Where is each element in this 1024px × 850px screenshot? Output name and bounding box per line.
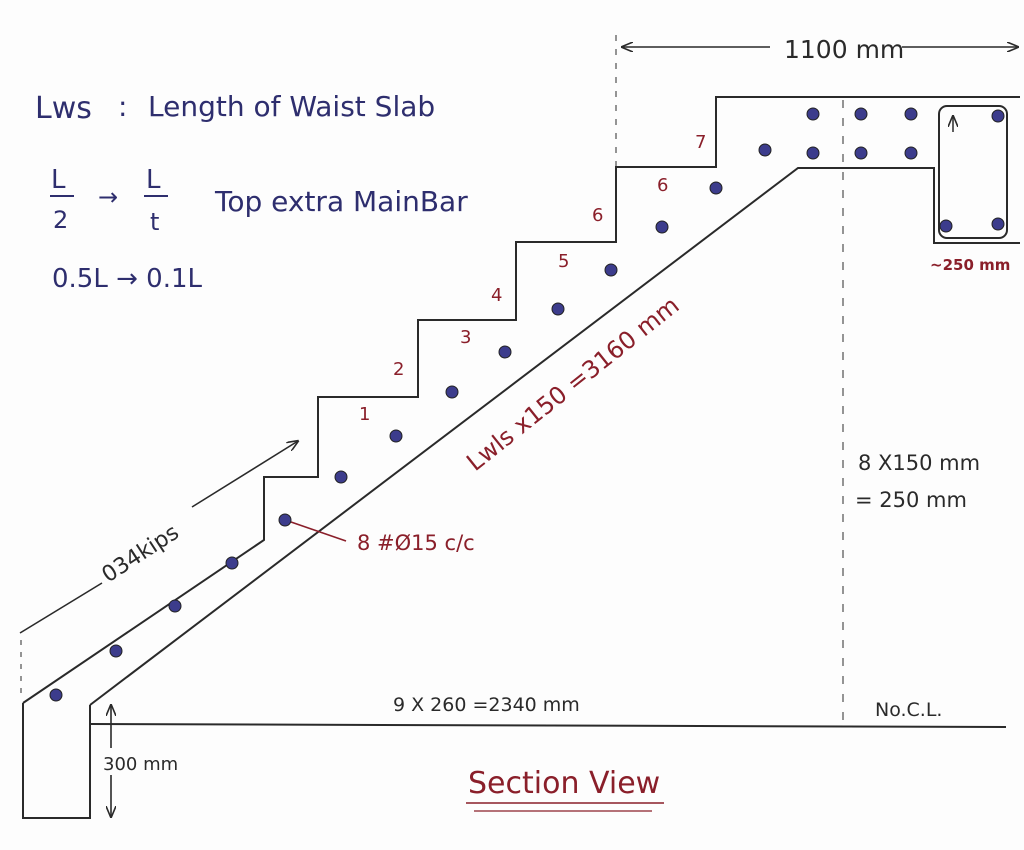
load-note: 034kips <box>98 520 184 588</box>
section-view-title: Section View <box>468 766 660 801</box>
lws-label: Lws <box>35 91 92 126</box>
rebar-dot-icon <box>168 599 182 613</box>
rebar-dot-icon <box>806 107 820 121</box>
step-number-3: 3 <box>460 327 471 348</box>
rebar-leader-line <box>290 521 347 542</box>
rebar-dot-icon <box>758 143 772 157</box>
rebar-dot-icon <box>604 263 618 277</box>
rebar-dot-icon <box>854 107 868 121</box>
landing-bottom-line <box>89 723 1007 728</box>
load-line <box>19 582 103 634</box>
rebar-dot-icon <box>854 146 868 160</box>
waist-slab-soffit <box>89 167 1020 706</box>
fraction-left-numerator: L <box>51 165 66 195</box>
bar-spacing-label: 8 #Ø15 c/c <box>357 531 475 555</box>
rebar-dot-icon <box>551 302 565 316</box>
rebar-dot-icon <box>389 429 403 443</box>
stair-left-support <box>22 703 91 819</box>
rebar-dot-icon <box>49 688 63 702</box>
landing-width-dimension: ~250 mm <box>930 256 1010 274</box>
step-number-4: 4 <box>491 285 502 306</box>
ratio-note: 0.5L → 0.1L <box>52 264 202 294</box>
footing-depth-dimension: 300 mm <box>103 754 178 775</box>
rebar-dot-icon <box>904 107 918 121</box>
fraction-right-numerator: L <box>146 165 161 195</box>
load-line-upper <box>191 441 298 508</box>
landing-calc-line-2: = 250 mm <box>855 488 967 512</box>
step-number-6: 6 <box>592 205 603 226</box>
fraction-arrow: → <box>98 183 118 211</box>
rebar-dot-icon <box>655 220 669 234</box>
landing-calc-line-1: 8 X150 mm <box>858 451 980 475</box>
step-number-7: 7 <box>695 132 706 153</box>
fraction-right-denominator: t <box>150 208 159 236</box>
fraction-left-denominator: 2 <box>53 206 68 234</box>
rebar-group <box>49 107 1005 702</box>
step-number-2: 2 <box>393 359 404 380</box>
rebar-dot-icon <box>445 385 459 399</box>
rebar-dot-icon <box>709 181 723 195</box>
going-dimension: 9 X 260 =2340 mm <box>393 694 580 716</box>
stair-top-outline <box>22 96 1020 704</box>
rebar-dot-icon <box>904 146 918 160</box>
waist-length-dimension: Lwls x150 =3160 mm <box>461 291 684 477</box>
landing-beam-stirrup <box>938 105 1008 239</box>
rebar-dot-icon <box>225 556 239 570</box>
step-number-5: 5 <box>558 251 569 272</box>
rebar-dot-icon <box>109 644 123 658</box>
rebar-dot-icon <box>991 109 1005 123</box>
rebar-dot-icon <box>991 217 1005 231</box>
top-span-dimension: 1100 mm <box>784 35 904 64</box>
centre-line-label: No.C.L. <box>875 699 942 721</box>
rebar-dot-icon <box>278 513 292 527</box>
lws-description: Length of Waist Slab <box>148 90 435 123</box>
lws-separator: : <box>118 90 127 123</box>
step-number-1: 1 <box>359 404 370 425</box>
top-extra-bar-note: Top extra MainBar <box>214 185 468 218</box>
rebar-dot-icon <box>806 146 820 160</box>
step-number-6-upper: 6 <box>657 175 668 196</box>
rebar-dot-icon <box>498 345 512 359</box>
rebar-dot-icon <box>939 219 953 233</box>
rebar-dot-icon <box>334 470 348 484</box>
